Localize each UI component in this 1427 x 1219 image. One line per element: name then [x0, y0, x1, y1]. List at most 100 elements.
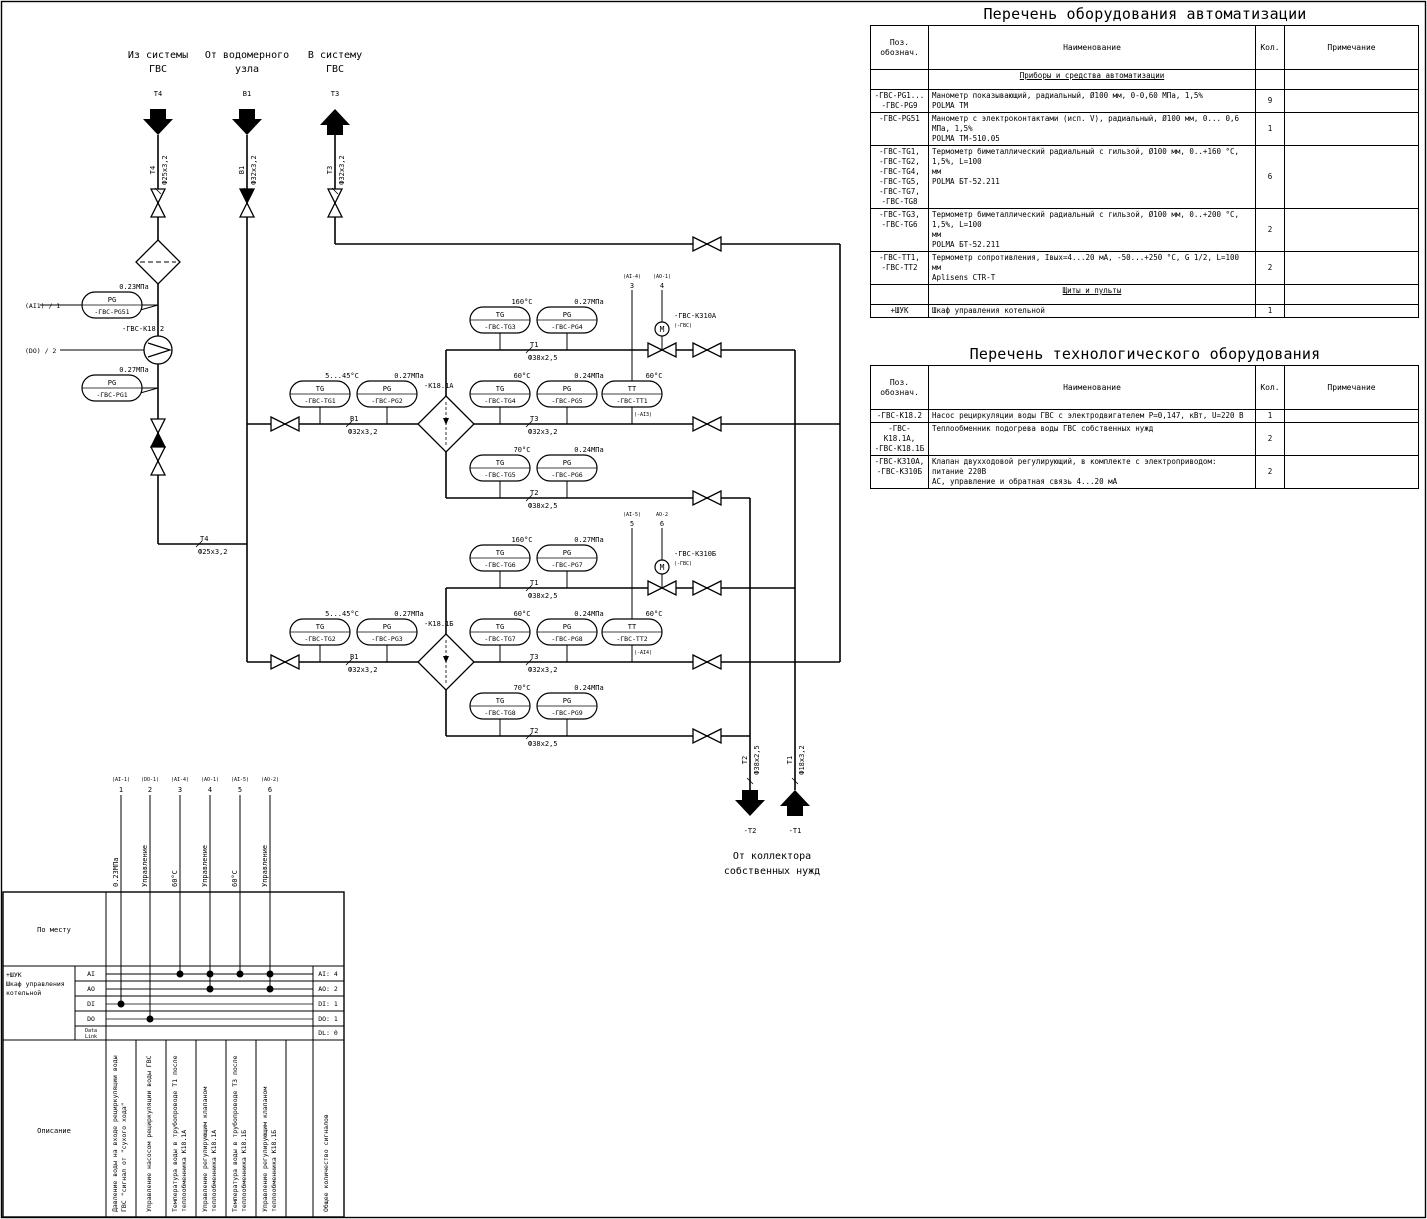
pump-symbol: [143, 335, 173, 365]
instrument-bubbles: PG-ГВС-PG510.23МПаPG-ГВС-PG10.27МПаTG-ГВ…: [81, 283, 663, 736]
section-heading: Щиты и пульты: [928, 284, 1256, 305]
svg-text:(AI-4): (AI-4): [171, 777, 189, 783]
cell-qty: 2: [1255, 208, 1285, 252]
valve-b1-inlet: [239, 188, 255, 218]
valve-t4-inlet: [150, 188, 166, 218]
pipe-size: Ф25х3,2: [161, 155, 169, 185]
flow-arrow-t1: [780, 790, 810, 816]
flow-arrow-in-b1: [232, 109, 262, 135]
io-signal-1: (AI-1)10.23МПа: [106, 777, 313, 1008]
cell-name: Термометр сопротивления, Iвых=4...20 мА,…: [928, 251, 1256, 285]
valve-t3-b: [692, 654, 722, 670]
line-tag-t1-bottom: -T1: [789, 827, 802, 835]
instrument-type: TG: [496, 549, 504, 557]
instrument-tag: -ГВС-PG1: [96, 391, 127, 399]
tt-signal-ref: (-AI4): [634, 650, 652, 656]
cell-note: [1284, 422, 1419, 456]
cell-pos: -ГВС-K18.1A,-ГВС-K18.1Б: [870, 422, 929, 456]
instrument-tag: -ГВС-PG9: [551, 709, 582, 717]
process-table-title: Перечень технологического оборудования: [969, 345, 1321, 363]
instrument-type: PG: [563, 459, 571, 467]
instrument-type: PG: [108, 296, 116, 304]
cell-pos: -ГВС-TT1,-ГВС-TT2: [870, 251, 929, 285]
valve-t2-a: [692, 490, 722, 506]
cell-name: Термометр биметаллический радиальный с г…: [928, 145, 1256, 209]
cell-name: Теплообменник подогрева воды ГВС собстве…: [928, 422, 1256, 456]
instrument-tag: -ГВС-TT1: [616, 397, 647, 405]
io-row-type: DO: [87, 1015, 95, 1023]
instrument-tag: -ГВС-PG51: [94, 308, 129, 316]
cell-qty: 2: [1255, 422, 1285, 456]
cell-note: [1284, 409, 1419, 423]
io-description: Управление регулирующим клапаномтеплообм…: [201, 1087, 218, 1212]
check-valve-pump: [150, 418, 166, 448]
instrument-type: PG: [563, 549, 571, 557]
table-row: -ГВС-TG1,-ГВС-TG2,-ГВС-TG4,-ГВС-TG5,-ГВС…: [870, 145, 1419, 209]
svg-text:5: 5: [238, 786, 242, 794]
pipe-size: Ф38х2,5: [753, 745, 761, 775]
cell-qty: 6: [1255, 145, 1285, 209]
instrument-tag: -ГВС-TG5: [484, 471, 515, 479]
valve-t1-b: [692, 580, 722, 596]
instrument-type: TG: [496, 311, 504, 319]
cell-note: [1284, 145, 1419, 209]
instrument-pg9: PG -ГВС-PG9 0.24МПа: [536, 684, 604, 736]
cell-name: Термометр биметаллический радиальный с г…: [928, 208, 1256, 252]
instrument-tag: -ГВС-PG8: [551, 635, 582, 643]
pipe-size: Ф32х3,2: [338, 155, 346, 185]
instrument-type: TG: [496, 697, 504, 705]
svg-text:AO-2: AO-2: [656, 512, 668, 518]
instrument-tag: -ГВС-TG6: [484, 561, 515, 569]
svg-text:Управление: Управление: [201, 845, 209, 887]
svg-text:5: 5: [630, 520, 634, 528]
pump-signal-ref: (DO) / 2: [25, 347, 56, 355]
cell-qty: 1: [1255, 304, 1285, 318]
automation-equipment-table: Поз.обознач. Наименование Кол. Примечани…: [870, 25, 1419, 318]
col-header-qty: Кол.: [1255, 25, 1285, 70]
signal-lines-b: (AI-5) 5 AO-2 6: [623, 512, 668, 628]
svg-text:60°C: 60°C: [231, 870, 239, 887]
hx-a-tag: -K18.1A: [424, 382, 454, 390]
valve-t2-b: [692, 728, 722, 744]
instrument-value: 0.24МПа: [574, 446, 604, 454]
svg-text:1: 1: [119, 786, 123, 794]
instrument-type: PG: [563, 697, 571, 705]
instrument-value: 0.24МПа: [574, 684, 604, 692]
svg-text:60°C: 60°C: [171, 870, 179, 887]
svg-text:(AI-1): (AI-1): [112, 777, 130, 783]
actuator-a-tag: (-ГВС): [674, 323, 692, 329]
svg-text:M: M: [660, 325, 665, 334]
instrument-type: TG: [496, 623, 504, 631]
actuator-b: M: [654, 559, 670, 588]
cell-name: Насос рециркуляции воды ГВС с электродви…: [928, 409, 1256, 423]
svg-text:(AI-5): (AI-5): [623, 512, 641, 518]
pipe-mark: B1: [350, 653, 358, 661]
svg-text:4: 4: [660, 282, 664, 290]
instrument-tag: -ГВС-TG7: [484, 635, 515, 643]
instrument-value: 5...45°C: [325, 372, 359, 380]
